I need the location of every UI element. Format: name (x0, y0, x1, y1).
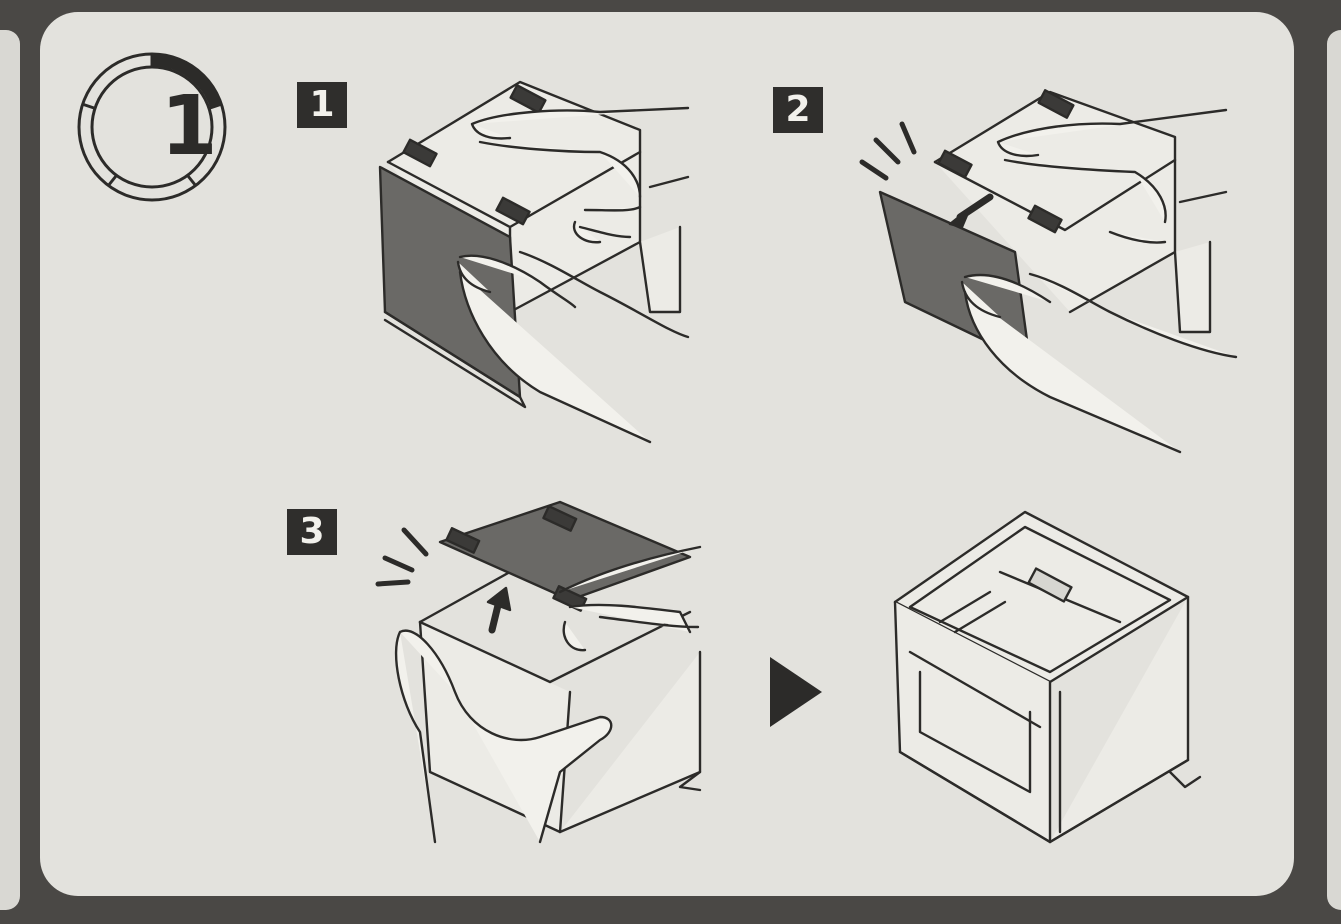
progress-segment-filled (151, 53, 222, 109)
illustration-step-3 (375, 500, 702, 844)
substep-badge-1: 1 (297, 82, 347, 128)
illustration-canvas (77, 52, 1238, 844)
result-arrow (770, 657, 822, 727)
main-step-number: 1 (160, 79, 218, 174)
illustration-step-1 (378, 80, 690, 444)
adjacent-page-right (1327, 30, 1341, 910)
substep-badge-2: 2 (773, 87, 823, 133)
illustration-step-2 (859, 89, 1238, 454)
instruction-card: 1 1 2 3 (40, 12, 1294, 896)
step-progress-ring (77, 52, 227, 202)
adjacent-page-left (0, 30, 20, 910)
substep-badge-3: 3 (287, 509, 337, 555)
illustration-result (893, 510, 1202, 844)
